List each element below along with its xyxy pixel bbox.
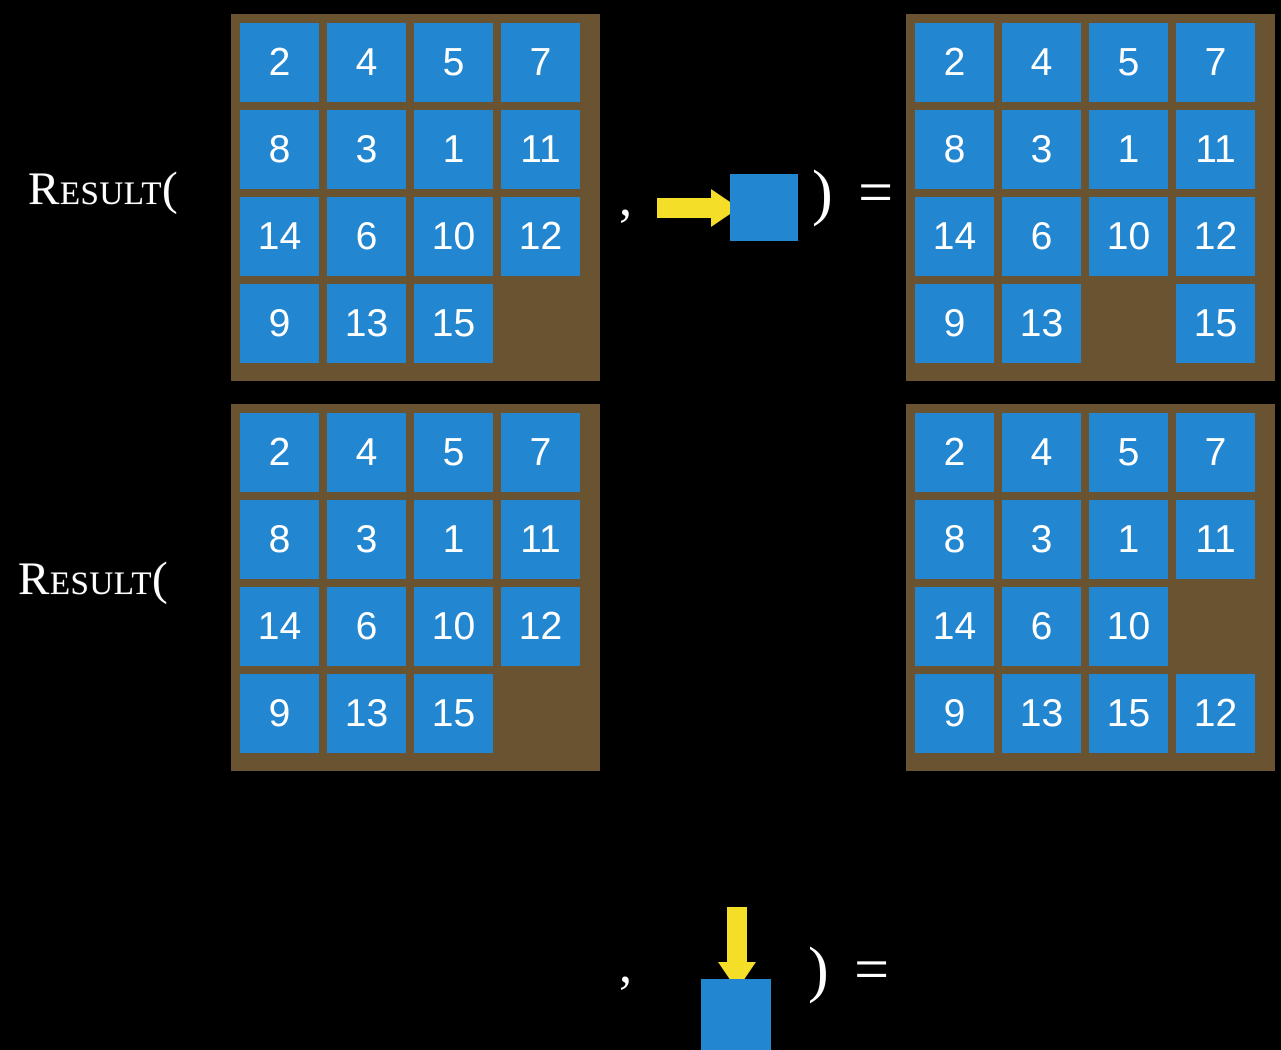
puzzle-tile[interactable]: 1 xyxy=(414,500,493,579)
puzzle-tile[interactable]: 1 xyxy=(1089,110,1168,189)
puzzle-tile[interactable]: 6 xyxy=(1002,587,1081,666)
puzzle-tile[interactable]: 9 xyxy=(240,674,319,753)
puzzle-tile[interactable]: 15 xyxy=(414,284,493,363)
puzzle-tile[interactable]: 11 xyxy=(1176,110,1255,189)
puzzle-tile-blank xyxy=(501,284,580,363)
puzzle-tile[interactable]: 8 xyxy=(240,110,319,189)
puzzle-tile[interactable]: 1 xyxy=(414,110,493,189)
puzzle-tile[interactable]: 10 xyxy=(1089,587,1168,666)
puzzle-tile[interactable]: 15 xyxy=(414,674,493,753)
puzzle-tile[interactable]: 3 xyxy=(1002,500,1081,579)
move-right-arrow-shaft xyxy=(657,198,719,218)
puzzle-tile[interactable]: 14 xyxy=(915,197,994,276)
puzzle-tile[interactable]: 14 xyxy=(240,587,319,666)
puzzle-tile[interactable]: 3 xyxy=(1002,110,1081,189)
puzzle-tile[interactable]: 5 xyxy=(1089,23,1168,102)
puzzle-tile[interactable]: 9 xyxy=(915,284,994,363)
puzzle-tile[interactable]: 5 xyxy=(414,23,493,102)
close-paren-equals: ) = xyxy=(812,159,899,227)
puzzle-tile-blank xyxy=(501,674,580,753)
puzzle-tile[interactable]: 9 xyxy=(240,284,319,363)
puzzle-tile[interactable]: 10 xyxy=(414,587,493,666)
puzzle-tile[interactable]: 10 xyxy=(1089,197,1168,276)
puzzle-tile[interactable]: 13 xyxy=(327,674,406,753)
puzzle-tile[interactable]: 5 xyxy=(1089,413,1168,492)
puzzle-tile[interactable]: 3 xyxy=(327,500,406,579)
argument-separator-comma: , xyxy=(619,170,632,227)
puzzle-tile[interactable]: 14 xyxy=(915,587,994,666)
puzzle-tile[interactable]: 6 xyxy=(327,587,406,666)
move-right-action-tile[interactable] xyxy=(730,174,798,241)
puzzle-tile-blank xyxy=(1176,587,1255,666)
puzzle-tile[interactable]: 9 xyxy=(915,674,994,753)
puzzle-tile[interactable]: 1 xyxy=(1089,500,1168,579)
puzzle-tile[interactable]: 6 xyxy=(1002,197,1081,276)
puzzle-tile[interactable]: 2 xyxy=(240,413,319,492)
puzzle-tile-blank xyxy=(1089,284,1168,363)
puzzle-tile[interactable]: 2 xyxy=(915,23,994,102)
puzzle-tile[interactable]: 8 xyxy=(915,110,994,189)
puzzle-tile[interactable]: 4 xyxy=(1002,413,1081,492)
puzzle-tile[interactable]: 8 xyxy=(915,500,994,579)
result-function-label: Result( xyxy=(28,163,179,215)
argument-separator-comma: , xyxy=(619,937,632,994)
puzzle-tile[interactable]: 11 xyxy=(501,110,580,189)
puzzle-tile[interactable]: 13 xyxy=(1002,674,1081,753)
puzzle-tile[interactable]: 4 xyxy=(1002,23,1081,102)
puzzle-tile[interactable]: 12 xyxy=(1176,197,1255,276)
puzzle-tile[interactable]: 12 xyxy=(501,587,580,666)
puzzle-tile[interactable]: 7 xyxy=(1176,413,1255,492)
puzzle-tile[interactable]: 6 xyxy=(327,197,406,276)
puzzle-tile[interactable]: 14 xyxy=(240,197,319,276)
puzzle-tile[interactable]: 2 xyxy=(915,413,994,492)
puzzle-tile[interactable]: 13 xyxy=(1002,284,1081,363)
result-function-label: Result( xyxy=(18,553,169,605)
puzzle-tile[interactable]: 8 xyxy=(240,500,319,579)
puzzle-tile[interactable]: 12 xyxy=(1176,674,1255,753)
move-down-action-tile[interactable] xyxy=(701,979,771,1050)
puzzle-tile[interactable]: 7 xyxy=(501,413,580,492)
puzzle-tile[interactable]: 11 xyxy=(501,500,580,579)
puzzle-tile[interactable]: 7 xyxy=(1176,23,1255,102)
puzzle-tile[interactable]: 15 xyxy=(1089,674,1168,753)
close-paren-equals: ) = xyxy=(808,936,895,1004)
puzzle-tile[interactable]: 5 xyxy=(414,413,493,492)
puzzle-tile[interactable]: 7 xyxy=(501,23,580,102)
puzzle-tile[interactable]: 2 xyxy=(240,23,319,102)
puzzle-tile[interactable]: 12 xyxy=(501,197,580,276)
puzzle-tile[interactable]: 11 xyxy=(1176,500,1255,579)
puzzle-tile[interactable]: 15 xyxy=(1176,284,1255,363)
puzzle-tile[interactable]: 4 xyxy=(327,23,406,102)
puzzle-tile[interactable]: 10 xyxy=(414,197,493,276)
puzzle-tile[interactable]: 4 xyxy=(327,413,406,492)
puzzle-tile[interactable]: 13 xyxy=(327,284,406,363)
puzzle-tile[interactable]: 3 xyxy=(327,110,406,189)
